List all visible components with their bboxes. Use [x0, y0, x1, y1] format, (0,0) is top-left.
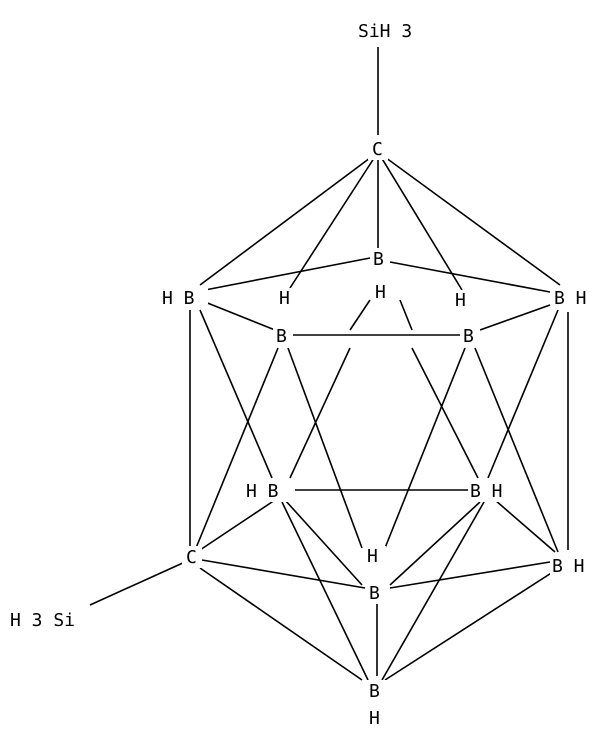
label-b-bottom: B — [369, 681, 380, 702]
label-b-top-center: B — [373, 249, 384, 270]
bond-hbll-cleft — [199, 499, 276, 551]
label-b-lower-left: H B — [246, 481, 279, 502]
bond-hcl-bll — [289, 347, 351, 479]
bond-ctop-h-ur — [377, 151, 463, 291]
label-carbon-top: C — [372, 139, 383, 160]
label-b-lower-right: B H — [470, 481, 503, 502]
bond-bmidr-bhrl — [474, 347, 559, 553]
label-b-mid-right: B — [463, 326, 474, 347]
label-left-silyl: H 3 Si — [10, 610, 75, 631]
bond-bhlr-bbm — [389, 501, 481, 586]
label-h-upper-center: H — [375, 282, 386, 303]
label-carbon-left: C — [186, 547, 197, 568]
atom-labels: SiH 3 H 3 Si C C B H B B H B B H B B H B… — [6, 18, 596, 729]
label-b-bottom-mid: B — [369, 583, 380, 604]
bond-bhur-bhlr — [487, 309, 559, 479]
bond-hbll-bbottom — [281, 501, 369, 681]
bond-lines — [89, 47, 569, 681]
bond-btop-bhur — [389, 261, 551, 293]
bond-bmidl-hlc — [287, 347, 363, 549]
bond-bhrl-bbottom — [384, 569, 557, 681]
label-h-bottom: H — [369, 708, 380, 729]
bond-ctop-h-ul — [289, 151, 379, 289]
bond-bhlr-bbottom — [381, 501, 485, 681]
label-h-lower-center: H — [367, 546, 378, 567]
label-h-upper-right: H — [455, 290, 466, 311]
label-b-right-low: B H — [552, 556, 585, 577]
bond-ctop-hb-ul — [199, 151, 379, 286]
label-top-silyl: SiH 3 — [358, 21, 412, 42]
bond-hbll-bbm — [284, 499, 363, 586]
bond-cleft-bbm — [201, 559, 366, 589]
bond-hbul-bmidl — [204, 301, 276, 331]
bond-hcr-blr — [411, 347, 479, 479]
label-b-mid-left: B — [276, 326, 287, 347]
label-b-upper-left: H B — [162, 288, 195, 309]
bond-hcenter-right — [399, 299, 413, 331]
bond-hbul-hbll — [199, 309, 273, 479]
bond-bhlr-bhrl — [494, 499, 556, 553]
bond-bmidr-bhur — [479, 304, 551, 331]
bond-bmidl-cleft — [195, 347, 279, 549]
label-b-upper-right: B H — [554, 288, 587, 309]
bond-ctop-bh-ur — [377, 151, 561, 286]
bond-si-left-c — [89, 561, 186, 606]
bond-hcenter-left — [349, 299, 371, 331]
bond-cleft-bbottom — [199, 567, 363, 681]
bond-hbul-btop — [204, 257, 371, 291]
label-h-upper-left: H — [279, 288, 290, 309]
bond-bhrl-bbm — [389, 561, 551, 589]
bond-bmidr-hlc — [384, 347, 466, 549]
